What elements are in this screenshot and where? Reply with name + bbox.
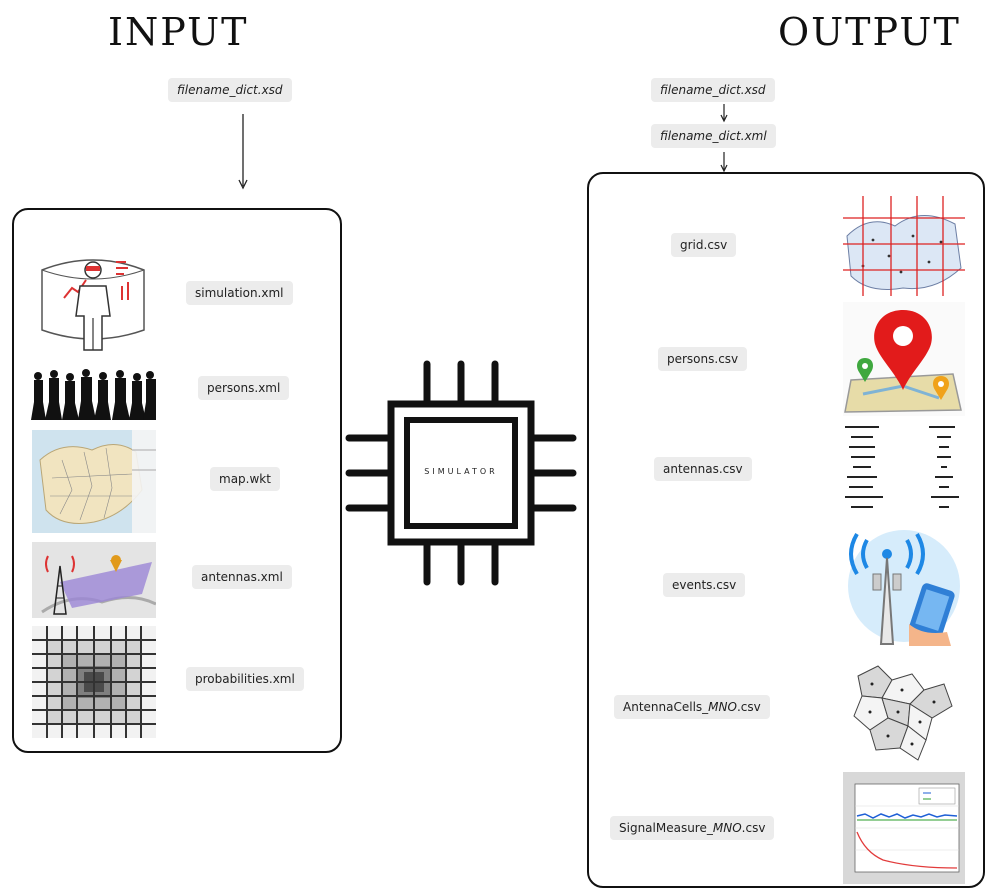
output-file-events[interactable]: events.csv — [663, 573, 746, 597]
simulator-chip-icon — [345, 360, 577, 586]
input-file-probabilities[interactable]: probabilities.xml — [186, 667, 304, 691]
output-file-antenna-cells[interactable]: AntennaCells_MNO.csv — [614, 695, 770, 719]
mobile-signal-icon — [843, 524, 965, 648]
crowd-silhouette-icon — [30, 368, 156, 420]
antenna-coverage-icon — [32, 542, 156, 618]
output-arrow — [720, 152, 728, 173]
table-icon — [843, 422, 965, 520]
map-pin-icon — [843, 302, 965, 416]
europe-map-icon — [32, 430, 156, 533]
europe-grid-map-icon — [843, 196, 965, 296]
output-file-persons[interactable]: persons.csv — [658, 347, 748, 371]
input-arrow — [238, 114, 248, 190]
input-file-simulation[interactable]: simulation.xml — [186, 281, 293, 305]
input-file-map[interactable]: map.wkt — [210, 467, 280, 491]
voronoi-cells-icon — [848, 656, 960, 768]
input-title: INPUT — [108, 10, 249, 54]
dict-convert-arrow — [720, 104, 728, 123]
vr-person-icon — [30, 240, 156, 356]
output-dict-xml[interactable]: filename_dict.xml — [651, 124, 776, 148]
output-dict-xsd[interactable]: filename_dict.xsd — [651, 78, 775, 102]
probability-grid-icon — [32, 626, 156, 738]
output-file-antennas[interactable]: antennas.csv — [654, 457, 752, 481]
input-file-persons[interactable]: persons.xml — [198, 376, 290, 400]
output-file-signal-measure[interactable]: SignalMeasure_MNO.csv — [610, 816, 775, 840]
output-title: OUTPUT — [778, 10, 961, 54]
chip-label: SIMULATOR — [424, 467, 498, 476]
input-file-antennas[interactable]: antennas.xml — [192, 565, 292, 589]
signal-plot-icon — [843, 772, 965, 884]
input-dict-file[interactable]: filename_dict.xsd — [168, 78, 292, 102]
output-file-grid[interactable]: grid.csv — [671, 233, 737, 257]
